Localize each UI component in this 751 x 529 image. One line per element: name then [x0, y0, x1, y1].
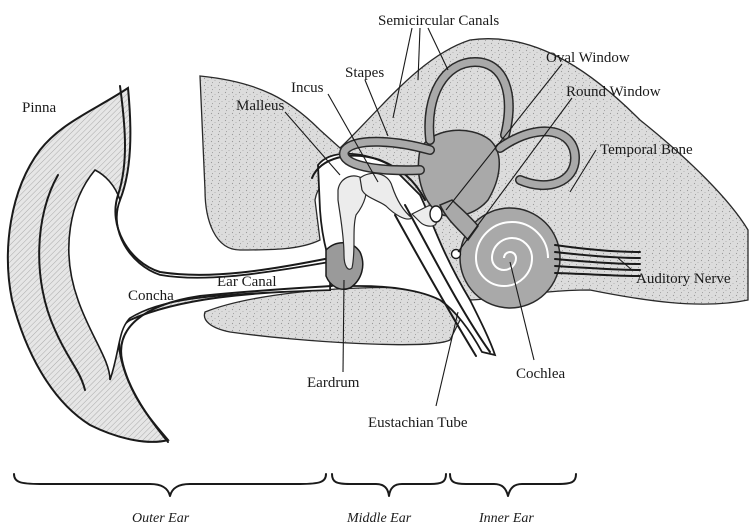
label-semicircular-canals: Semicircular Canals	[378, 13, 499, 29]
label-auditory-nerve: Auditory Nerve	[636, 271, 731, 287]
label-round-window: Round Window	[566, 84, 661, 100]
label-oval-window: Oval Window	[546, 50, 630, 66]
label-malleus: Malleus	[236, 98, 284, 114]
label-concha: Concha	[128, 288, 174, 304]
label-stapes: Stapes	[345, 65, 384, 81]
section-inner-ear: Inner Ear	[478, 511, 534, 526]
label-incus: Incus	[291, 80, 324, 96]
label-temporal-bone: Temporal Bone	[600, 142, 693, 158]
label-ear-canal: Ear Canal	[217, 274, 277, 290]
label-pinna: Pinna	[22, 100, 57, 116]
section-outer-ear: Outer Ear	[132, 511, 190, 526]
label-cochlea: Cochlea	[516, 366, 565, 382]
section-middle-ear: Middle Ear	[346, 511, 412, 526]
oval-window-marker	[430, 206, 442, 222]
brace-inner-ear	[450, 474, 576, 496]
label-eustachian-tube: Eustachian Tube	[368, 415, 468, 431]
brace-middle-ear	[332, 474, 446, 496]
brace-outer-ear	[14, 474, 326, 496]
label-eardrum: Eardrum	[307, 375, 360, 391]
